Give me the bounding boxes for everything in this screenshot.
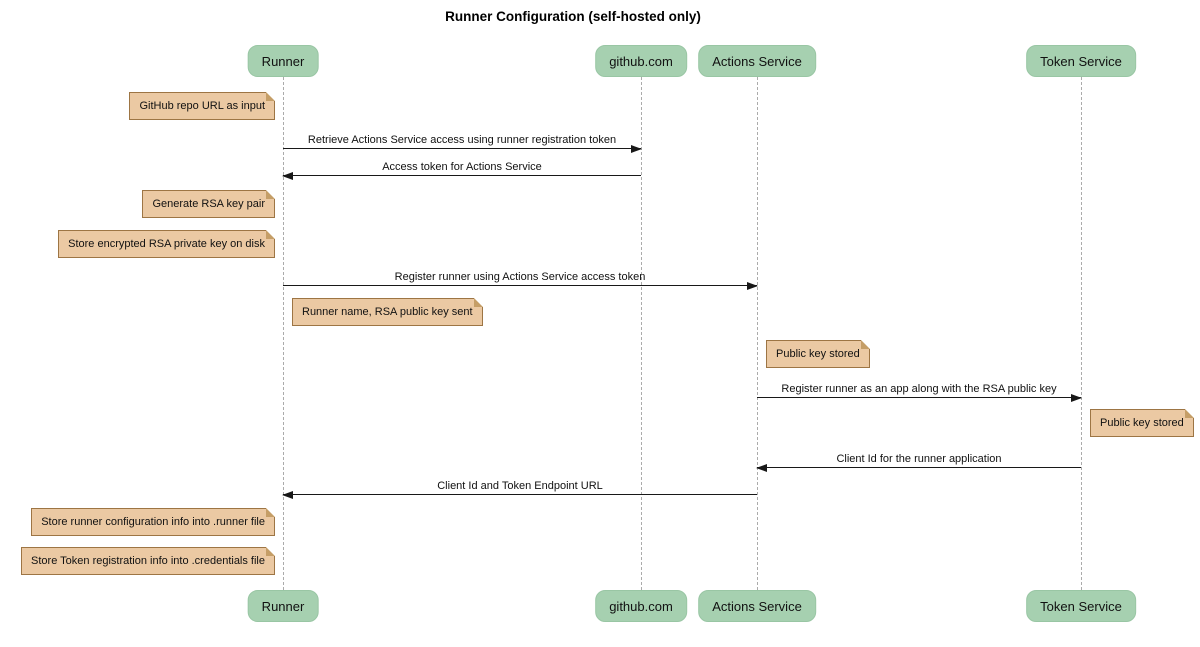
message-arrow-1: Retrieve Actions Service access using ru… [283, 131, 642, 153]
note-3: Store encrypted RSA private key on disk [58, 230, 275, 258]
lifeline-runner [282, 77, 284, 590]
message-arrow-4: Register runner as an app along with the… [757, 380, 1082, 402]
participant-runner-top: Runner [247, 45, 319, 77]
note-6: Public key stored [1090, 409, 1194, 437]
participant-github-bottom: github.com [595, 590, 687, 622]
participant-token-bottom: Token Service [1026, 590, 1136, 622]
note-8: Store Token registration info into .cred… [21, 547, 275, 575]
message-label: Retrieve Actions Service access using ru… [307, 134, 617, 146]
diagram-title: Runner Configuration (self-hosted only) [445, 9, 701, 24]
arrowhead-left-icon [756, 463, 767, 472]
arrowhead-right-icon [631, 144, 642, 153]
arrowhead-left-icon [282, 171, 293, 180]
arrowhead-left-icon [282, 490, 293, 499]
note-7: Store runner configuration info into .ru… [31, 508, 275, 536]
note-5: Public key stored [766, 340, 870, 368]
note-1: GitHub repo URL as input [129, 92, 275, 120]
message-label: Register runner as an app along with the… [781, 383, 1057, 395]
message-label: Client Id for the runner application [836, 453, 1002, 465]
participant-actions-bottom: Actions Service [698, 590, 816, 622]
message-arrow-6: Client Id and Token Endpoint URL [282, 477, 757, 499]
lifeline-actions [756, 77, 758, 590]
arrowhead-right-icon [747, 281, 758, 290]
participant-github-top: github.com [595, 45, 687, 77]
message-label: Access token for Actions Service [382, 161, 542, 173]
arrowhead-right-icon [1071, 393, 1082, 402]
participant-actions-top: Actions Service [698, 45, 816, 77]
participant-runner-bottom: Runner [247, 590, 319, 622]
message-label: Register runner using Actions Service ac… [394, 271, 646, 283]
lifeline-token [1080, 77, 1082, 590]
message-label: Client Id and Token Endpoint URL [437, 480, 603, 492]
lifeline-github [640, 77, 642, 590]
message-arrow-3: Register runner using Actions Service ac… [283, 268, 758, 290]
participant-token-top: Token Service [1026, 45, 1136, 77]
note-2: Generate RSA key pair [142, 190, 275, 218]
message-arrow-5: Client Id for the runner application [756, 450, 1081, 472]
message-arrow-2: Access token for Actions Service [282, 158, 641, 180]
note-4: Runner name, RSA public key sent [292, 298, 483, 326]
